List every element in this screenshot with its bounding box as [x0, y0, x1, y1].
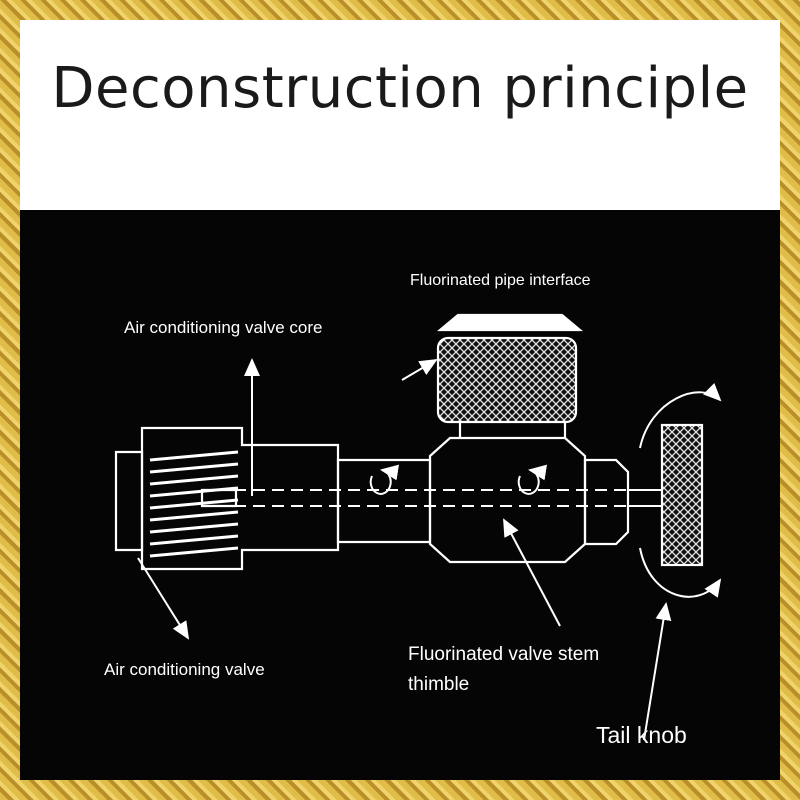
rotate-arrow-2	[517, 464, 548, 495]
leader-stem-thimble	[503, 518, 561, 627]
center-axis-dashed	[234, 489, 628, 507]
valve-main-body	[428, 436, 587, 564]
interface-cap-top	[436, 313, 584, 332]
pipe-body	[114, 450, 144, 552]
label-stem-thimble-line1: Fluorinated valve stem	[408, 644, 600, 665]
tail-knob-body	[660, 423, 704, 567]
valve-diagram	[114, 313, 722, 741]
leader-ac-valve	[137, 557, 190, 640]
coupling-sleeve	[336, 458, 432, 544]
label-tail-knob: Tail knob	[596, 722, 687, 748]
label-ac-valve: Air conditioning valve	[104, 660, 265, 679]
knurled-interface	[436, 336, 578, 424]
label-pipe-interface: Fluorinated pipe interface	[410, 272, 591, 289]
hex-nut	[583, 458, 630, 546]
knob-arrow-top	[639, 383, 722, 449]
knob-arrow-bottom	[639, 547, 722, 598]
threaded-nut	[140, 426, 340, 571]
thread-lines	[149, 450, 239, 558]
rotate-arrow-1	[369, 464, 400, 495]
label-valve-core: Air conditioning valve core	[124, 318, 323, 337]
diagram-panel: Deconstruction principle Fluorinated pip…	[20, 20, 780, 780]
page-title: Deconstruction principle	[51, 56, 749, 121]
label-stem-thimble-line2: thimble	[408, 674, 470, 695]
leader-tail-knob	[643, 602, 672, 741]
knob-stem	[628, 489, 662, 507]
title-band: Deconstruction principle	[20, 20, 780, 210]
leader-pipe-interface	[401, 358, 438, 381]
